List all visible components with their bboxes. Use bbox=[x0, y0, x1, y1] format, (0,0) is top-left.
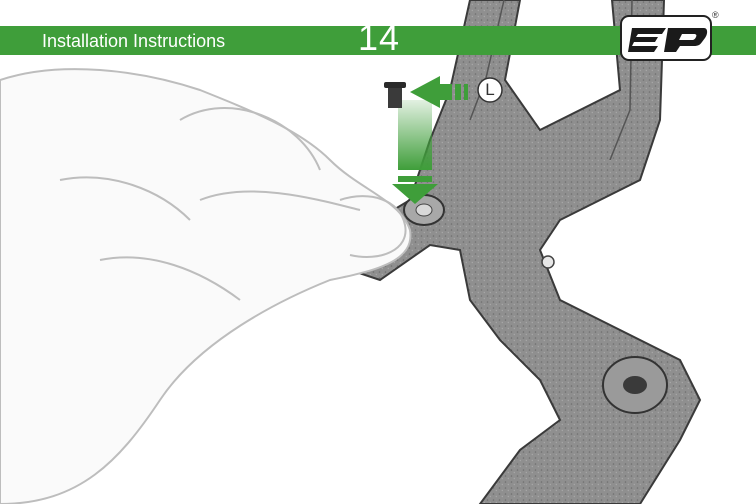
hand-illustration bbox=[0, 69, 410, 504]
ep-logo-icon bbox=[620, 15, 712, 61]
page-title: Installation Instructions bbox=[42, 30, 225, 52]
step-number: 14 bbox=[358, 18, 400, 58]
insert-arrow-icon bbox=[392, 100, 438, 204]
part-label: L bbox=[478, 80, 502, 100]
bracket-hole-inner bbox=[623, 376, 647, 394]
registered-mark: ® bbox=[712, 10, 719, 20]
bracket-rivet bbox=[542, 256, 554, 268]
